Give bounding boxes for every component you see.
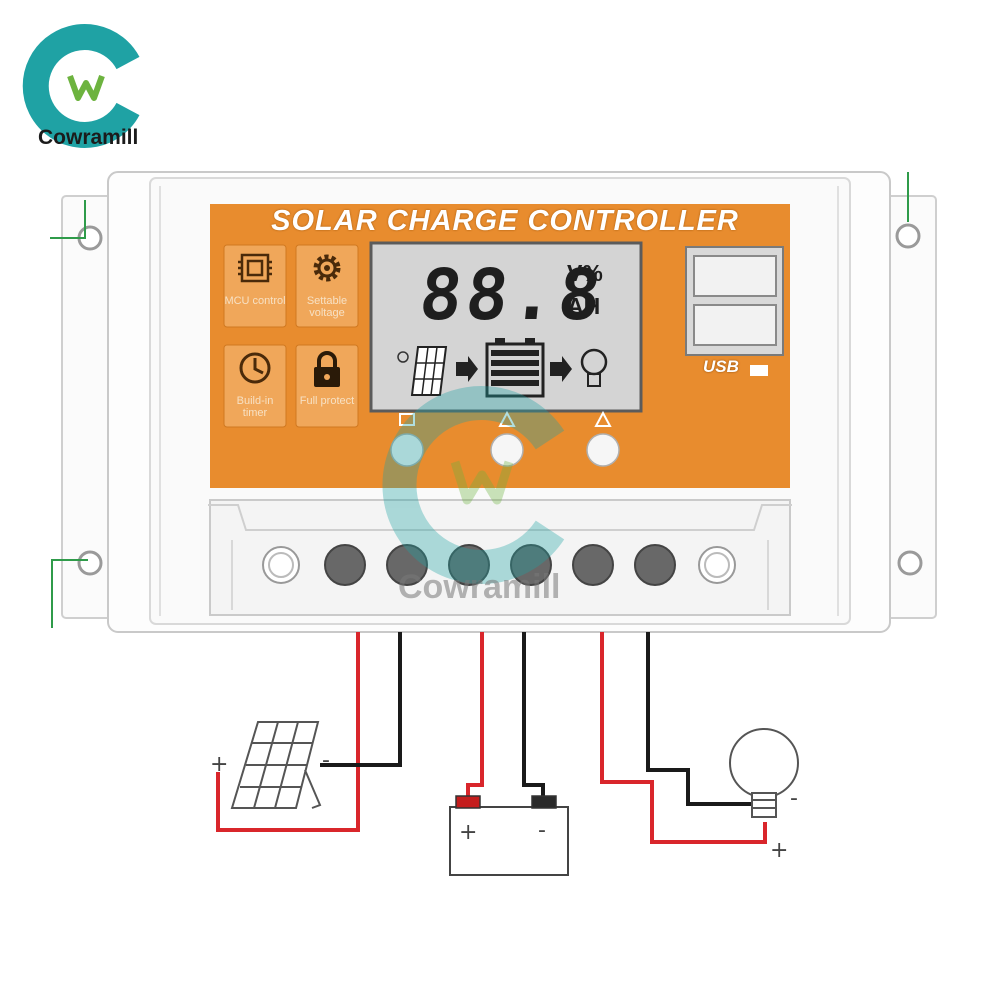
usb-port-2: [693, 304, 777, 346]
terminal-solar-positive: [324, 544, 366, 586]
lcd-solar-panel-icon: [410, 346, 448, 396]
terminal-battery-positive: [448, 544, 490, 586]
clock-icon: [239, 352, 271, 384]
terminal-load-negative: [634, 544, 676, 586]
lcd-unit-bottom: AH: [567, 293, 601, 319]
dimension-marks: [50, 172, 909, 628]
terminal-load-positive: [572, 544, 614, 586]
sun-icon: [397, 351, 409, 363]
solar-positive-sign: +: [210, 752, 229, 777]
wire-solar-positive: [216, 632, 360, 832]
menu-button[interactable]: [390, 433, 424, 467]
wire-battery-negative: [522, 632, 545, 798]
usb-port-1: [693, 255, 777, 297]
chip-icon: [238, 253, 272, 283]
up-icon: [594, 410, 612, 427]
feature-label-protect: Full protect: [299, 395, 355, 407]
arrow-icon: [550, 356, 572, 382]
terminal-battery-negative: [510, 544, 552, 586]
panel-title: SOLAR CHARGE CONTROLLER: [271, 205, 739, 237]
battery-positive-sign: +: [459, 820, 478, 845]
load-positive-sign: +: [770, 838, 789, 863]
battery-negative-sign: -: [538, 818, 546, 843]
brand-name: Cowramill: [38, 126, 139, 149]
usb-label: USB: [703, 357, 739, 376]
feature-label-mcu: MCU control: [224, 295, 286, 307]
wire-load-negative: [646, 632, 752, 806]
feature-label-timer: Build-in timer: [236, 395, 274, 419]
feature-label-voltage: Settable voltage: [306, 295, 348, 319]
up-button[interactable]: [586, 433, 620, 467]
wire-load-positive: [600, 632, 767, 844]
lcd-screen: [369, 241, 643, 413]
down-icon: [498, 410, 516, 427]
wire-solar-negative: [320, 632, 402, 767]
down-button[interactable]: [490, 433, 524, 467]
lcd-battery-icon: [485, 338, 545, 398]
button-icons: [399, 410, 612, 427]
brand-logo: [22, 24, 140, 148]
battery-icon: [449, 795, 569, 876]
watermark-logo: [382, 386, 565, 584]
solar-negative-sign: -: [322, 748, 330, 773]
mount-hole-bottom-left: [77, 550, 103, 576]
wire-battery-positive: [466, 632, 484, 798]
terminal-screws: [262, 544, 736, 586]
wiring: [216, 632, 767, 844]
lcd-unit-top: V%: [567, 260, 603, 286]
menu-icon: [399, 413, 415, 426]
mount-hole-top-right: [895, 223, 921, 249]
gear-icon: [313, 254, 341, 282]
usb-ports: [685, 246, 784, 376]
bulb-icon: [729, 728, 799, 818]
solar-panel-icon: [230, 721, 322, 809]
usb-icon: [750, 365, 768, 376]
terminal-solar-negative: [386, 544, 428, 586]
lock-icon: [314, 351, 340, 387]
load-negative-sign: -: [790, 786, 798, 811]
lcd-bulb-icon: [580, 348, 608, 387]
feature-tiles: [223, 244, 359, 428]
mount-hole-bottom-right: [897, 550, 923, 576]
arrow-icon: [456, 356, 478, 382]
watermark-text: Cowramill: [398, 568, 561, 606]
